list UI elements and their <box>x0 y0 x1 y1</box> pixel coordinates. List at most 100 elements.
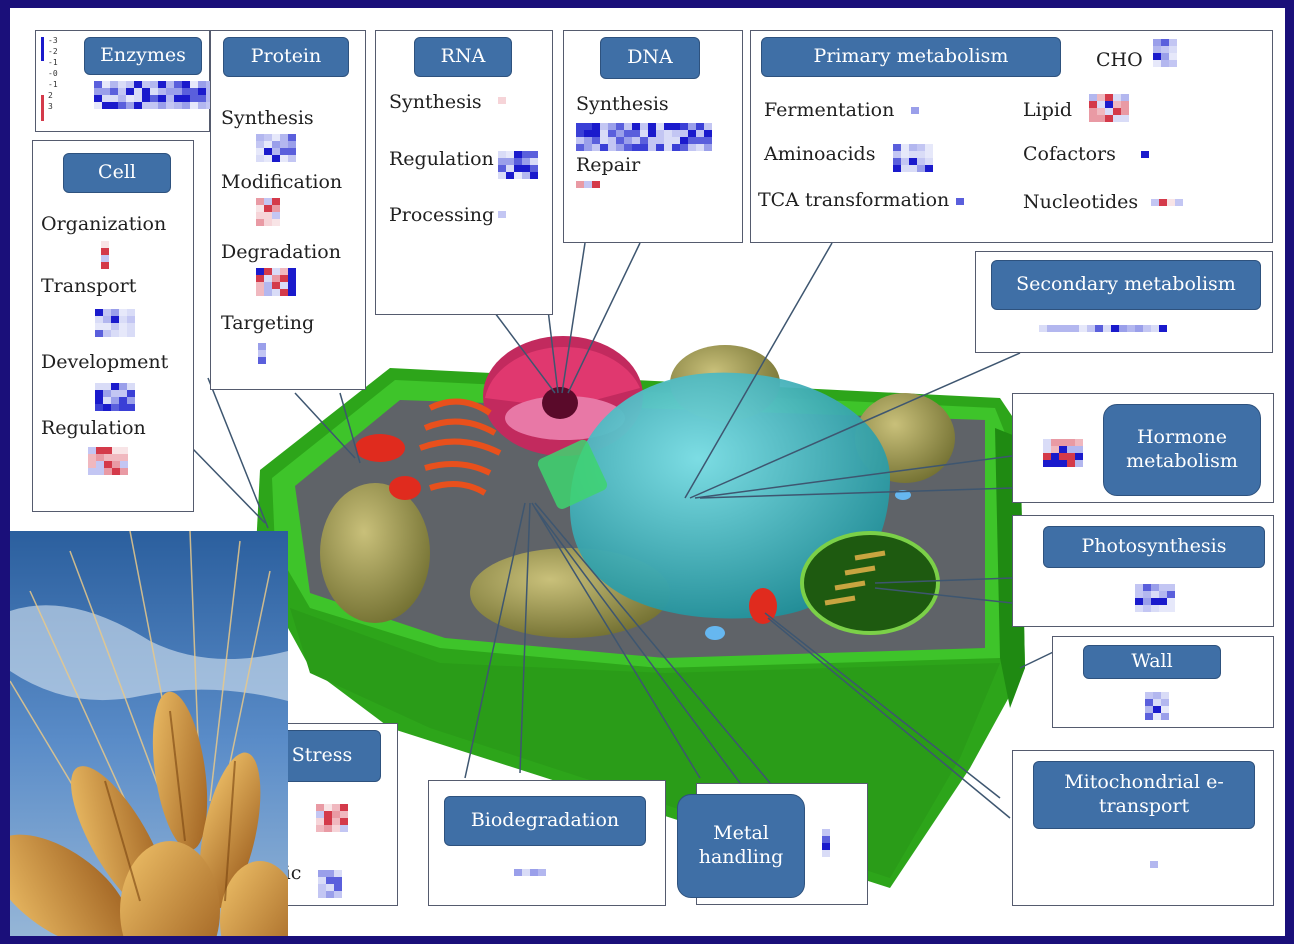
cell-regulation-label: Regulation <box>41 417 146 439</box>
heatmap-cell <box>911 107 919 114</box>
heatmap-cell <box>264 134 272 141</box>
heatmap-cell <box>142 95 150 102</box>
heatmap-cell <box>530 158 538 165</box>
vesicle <box>705 626 725 640</box>
heatmap-cell <box>264 148 272 155</box>
heatmap-cell <box>1169 46 1177 53</box>
heatmap-cell <box>158 95 166 102</box>
heatmap-cell <box>280 289 288 296</box>
heatmap-cell <box>656 123 664 130</box>
heatmap-cell <box>1159 325 1167 332</box>
heatmap-cell <box>324 811 332 818</box>
heatmap-cell <box>672 137 680 144</box>
heatmap-cell <box>280 141 288 148</box>
heatmap-cell <box>901 144 909 151</box>
heatmap-cell <box>120 461 128 468</box>
heatmap-cell <box>1145 706 1153 713</box>
heatmap-cell <box>264 198 272 205</box>
heatmap-cell <box>1167 605 1175 612</box>
heatmap-cell <box>142 102 150 109</box>
heatmap-cell <box>102 81 110 88</box>
heatmap-cell <box>1075 453 1083 460</box>
photosynthesis-box: Photosynthesis <box>1012 515 1274 627</box>
heatmap-cell <box>110 102 118 109</box>
heatmap-cell <box>256 134 264 141</box>
heatmap-cell <box>94 81 102 88</box>
heatmap-cell <box>1079 325 1087 332</box>
heatmap-cell <box>103 404 111 411</box>
heatmap-cell <box>272 205 280 212</box>
rna-box: RNA Synthesis Regulation Processing <box>375 30 553 315</box>
heatmap-cell <box>917 151 925 158</box>
heatmap-cell <box>584 130 592 137</box>
heatmap-cell <box>332 825 340 832</box>
heatmap-cell <box>111 390 119 397</box>
heatmap-cell <box>258 350 266 357</box>
heatmap-cell <box>119 330 127 337</box>
hormone-heatmap <box>1043 439 1083 467</box>
heatmap-cell <box>893 158 901 165</box>
heatmap-cell <box>1113 108 1121 115</box>
heatmap-cell <box>498 151 506 158</box>
heatmap-cell <box>334 891 342 898</box>
heatmap-cell <box>1067 460 1075 467</box>
heatmap-cell <box>119 397 127 404</box>
cofactors-label: Cofactors <box>1023 143 1116 165</box>
heatmap-cell <box>1161 60 1169 67</box>
mitochondrial-box: Mitochondrial e-transport <box>1012 750 1274 906</box>
heatmap-cell <box>104 468 112 475</box>
heatmap-cell <box>102 102 110 109</box>
protein-targeting-label: Targeting <box>221 312 314 334</box>
photosynthesis-title: Photosynthesis <box>1043 526 1265 568</box>
heatmap-cell <box>624 123 632 130</box>
heatmap-cell <box>120 454 128 461</box>
heatmap-cell <box>1151 598 1159 605</box>
heatmap-cell <box>112 461 120 468</box>
heatmap-cell <box>1075 439 1083 446</box>
heatmap-cell <box>174 88 182 95</box>
rna-synthesis-label: Synthesis <box>389 91 482 113</box>
heatmap-cell <box>1095 325 1103 332</box>
heatmap-cell <box>1150 861 1158 868</box>
organelle <box>320 483 430 623</box>
heatmap-cell <box>264 282 272 289</box>
heatmap-cell <box>506 165 514 172</box>
rna-regulation-heatmap <box>498 151 538 179</box>
dna-repair-heatmap <box>576 181 600 188</box>
heatmap-cell <box>608 144 616 151</box>
heatmap-cell <box>332 818 340 825</box>
heatmap-cell <box>498 172 506 179</box>
heatmap-cell <box>680 137 688 144</box>
heatmap-cell <box>1159 605 1167 612</box>
heatmap-cell <box>1105 101 1113 108</box>
secondary-metabolism-heatmap <box>1039 325 1167 332</box>
heatmap-cell <box>118 102 126 109</box>
heatmap-cell <box>1151 605 1159 612</box>
heatmap-cell <box>1151 584 1159 591</box>
heatmap-cell <box>190 81 198 88</box>
heatmap-cell <box>256 212 264 219</box>
heatmap-cell <box>103 316 111 323</box>
heatmap-cell <box>1113 115 1121 122</box>
heatmap-cell <box>134 95 142 102</box>
heatmap-cell <box>696 144 704 151</box>
heatmap-cell <box>704 137 712 144</box>
heatmap-cell <box>1143 591 1151 598</box>
heatmap-cell <box>88 461 96 468</box>
heatmap-cell <box>925 144 933 151</box>
heatmap-cell <box>112 447 120 454</box>
heatmap-cell <box>1169 60 1177 67</box>
heatmap-cell <box>158 88 166 95</box>
heatmap-cell <box>506 151 514 158</box>
heatmap-cell <box>1051 446 1059 453</box>
heatmap-cell <box>1067 439 1075 446</box>
secondary-metabolism-box: Secondary metabolism <box>975 251 1273 353</box>
heatmap-cell <box>1167 598 1175 605</box>
heatmap-cell <box>95 390 103 397</box>
heatmap-cell <box>120 468 128 475</box>
heatmap-cell <box>1055 325 1063 332</box>
heatmap-cell <box>1143 598 1151 605</box>
heatmap-cell <box>600 137 608 144</box>
rna-processing-label: Processing <box>389 204 494 226</box>
aminoacids-label: Aminoacids <box>764 143 875 165</box>
